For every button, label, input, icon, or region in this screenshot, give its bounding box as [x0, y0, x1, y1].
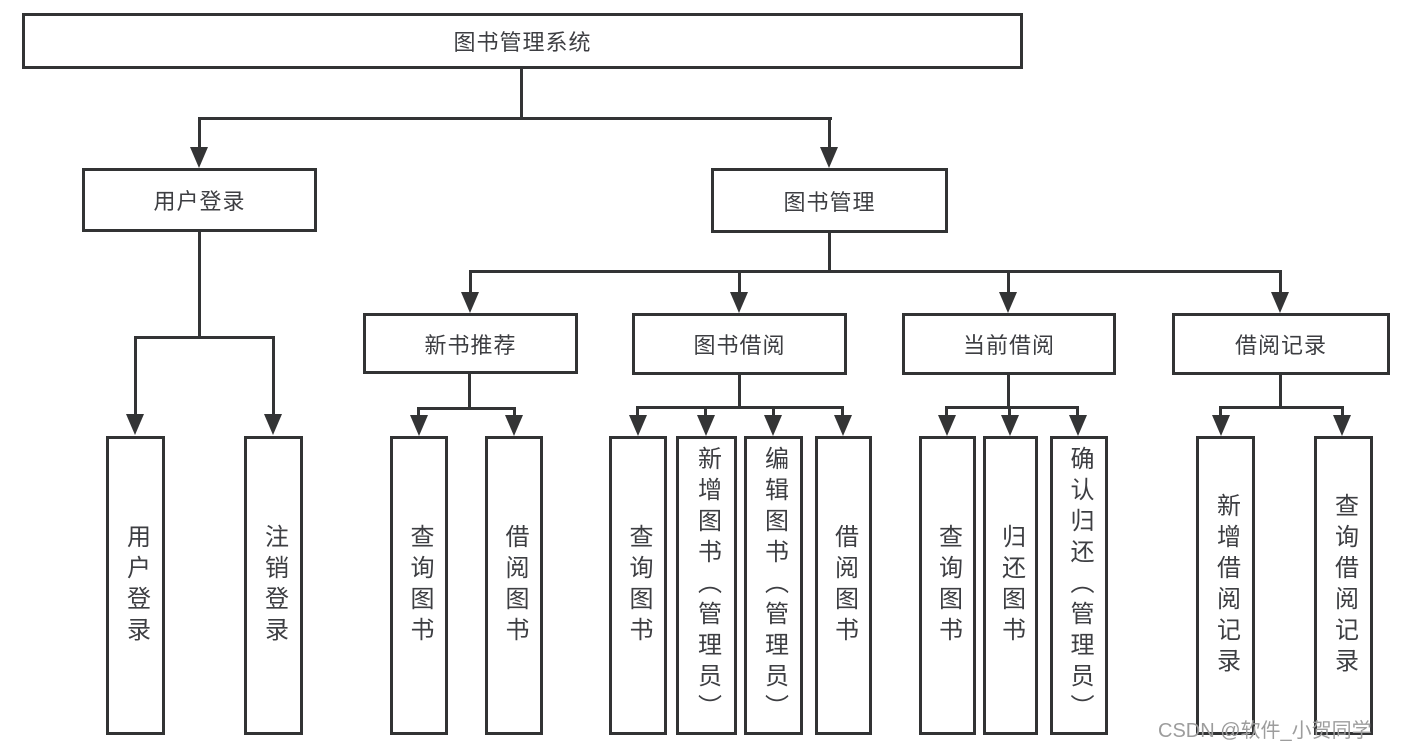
arrowhead-book-borrow [730, 292, 748, 313]
connector-drop-login-leaf1 [134, 336, 137, 415]
leaf-newbooks-borrow-label: 借阅图书 [501, 523, 528, 648]
node-current-borrow: 当前借阅 [902, 313, 1116, 375]
arrowhead-current-borrow [999, 292, 1017, 313]
connector-drop-bb-leaf1 [636, 406, 639, 416]
leaf-current-confirm-admin: 确认归还（管理员） [1050, 436, 1108, 735]
connector-currentborrow-bar [945, 406, 1079, 409]
leaf-borrow-query-label: 查询图书 [625, 523, 652, 648]
arrowhead-new-books [461, 292, 479, 313]
leaf-logout: 注销登录 [244, 436, 303, 735]
connector-root-stem [520, 68, 523, 118]
connector-records-stem [1279, 375, 1282, 408]
connector-drop-book-borrow [738, 270, 741, 292]
arrowhead-user-login [190, 147, 208, 168]
connector-bookborrow-bar [636, 406, 844, 409]
node-book-borrow-label: 图书借阅 [693, 333, 786, 358]
leaf-newbooks-borrow: 借阅图书 [485, 436, 543, 735]
arrowhead-br-leaf2 [1333, 415, 1351, 436]
connector-drop-new-books [469, 270, 472, 292]
connector-login-stem [198, 232, 201, 339]
arrowhead-br-leaf1 [1212, 415, 1230, 436]
node-new-books-label: 新书推荐 [424, 332, 517, 358]
leaf-borrow-edit-admin: 编辑图书（管理员） [744, 436, 803, 735]
node-borrow-records-label: 借阅记录 [1234, 333, 1327, 358]
arrowhead-cb-leaf2 [1001, 415, 1019, 436]
leaf-newbooks-query: 查询图书 [390, 436, 448, 735]
connector-drop-nb-leaf2 [513, 407, 516, 417]
connector-drop-br-leaf2 [1341, 406, 1344, 416]
connector-mgmt-bar [469, 270, 1282, 273]
node-library-system: 图书管理系统 [22, 13, 1023, 69]
leaf-records-query-label: 查询借阅记录 [1330, 492, 1358, 679]
node-borrow-records: 借阅记录 [1172, 313, 1390, 375]
connector-root-bar [198, 117, 832, 120]
leaf-user-login-label: 用户登录 [122, 523, 150, 648]
connector-drop-nb-leaf1 [417, 407, 420, 417]
connector-bookborrow-stem [738, 375, 741, 408]
connector-drop-book-mgmt [828, 117, 831, 148]
node-book-borrow: 图书借阅 [632, 313, 847, 375]
leaf-newbooks-query-label: 查询图书 [406, 523, 433, 648]
arrowhead-bb-leaf2 [697, 415, 715, 436]
leaf-current-confirm-admin-label: 确认归还（管理员） [1066, 446, 1093, 725]
leaf-current-return-label: 归还图书 [997, 523, 1025, 648]
leaf-borrow-query: 查询图书 [609, 436, 667, 735]
connector-drop-borrow-records [1279, 270, 1282, 292]
connector-mgmt-stem [828, 233, 831, 272]
arrowhead-borrow-records [1271, 292, 1289, 313]
leaf-borrow-edit-admin-label: 编辑图书（管理员） [760, 446, 788, 725]
connector-drop-bb-leaf3 [772, 406, 775, 416]
arrowhead-bb-leaf3 [764, 415, 782, 436]
connector-drop-br-leaf1 [1219, 406, 1222, 416]
connector-drop-cb-leaf3 [1076, 406, 1079, 416]
connector-drop-user-login [198, 117, 201, 148]
arrowhead-cb-leaf1 [938, 415, 956, 436]
arrowhead-cb-leaf3 [1069, 415, 1087, 436]
connector-currentborrow-stem [1007, 375, 1010, 408]
connector-drop-cb-leaf2 [1008, 406, 1011, 416]
leaf-records-add-label: 新增借阅记录 [1212, 492, 1240, 679]
leaf-borrow-borrow: 借阅图书 [815, 436, 872, 735]
node-current-borrow-label: 当前借阅 [962, 333, 1055, 358]
connector-newbooks-stem [468, 374, 471, 409]
leaf-logout-label: 注销登录 [260, 523, 288, 648]
arrowhead-nb-leaf1 [410, 415, 428, 436]
leaf-records-query: 查询借阅记录 [1314, 436, 1373, 735]
connector-drop-bb-leaf2 [704, 406, 707, 416]
arrowhead-bb-leaf1 [629, 415, 647, 436]
leaf-current-query-label: 查询图书 [934, 523, 962, 648]
leaf-borrow-add-admin-label: 新增图书（管理员） [693, 446, 721, 725]
leaf-user-login: 用户登录 [106, 436, 165, 735]
arrowhead-bb-leaf4 [834, 415, 852, 436]
arrowhead-nb-leaf2 [505, 415, 523, 436]
node-user-login-label: 用户登录 [153, 189, 246, 214]
watermark: CSDN @软件_小贺同学 [1158, 720, 1372, 742]
connector-drop-login-leaf2 [272, 336, 275, 415]
leaf-current-query: 查询图书 [919, 436, 976, 735]
node-library-system-label: 图书管理系统 [453, 30, 592, 55]
connector-newbooks-bar [417, 407, 516, 410]
connector-records-bar [1219, 406, 1344, 409]
connector-drop-bb-leaf4 [841, 406, 844, 416]
connector-login-bar [134, 336, 275, 339]
node-new-books: 新书推荐 [363, 313, 578, 374]
leaf-borrow-borrow-label: 借阅图书 [830, 523, 858, 648]
arrowhead-book-mgmt [820, 147, 838, 168]
arrowhead-login-leaf2 [264, 414, 282, 435]
node-book-mgmt-label: 图书管理 [783, 189, 876, 215]
connector-drop-current-borrow [1007, 270, 1010, 292]
leaf-borrow-add-admin: 新增图书（管理员） [676, 436, 737, 735]
arrowhead-login-leaf1 [126, 414, 144, 435]
leaf-records-add: 新增借阅记录 [1196, 436, 1255, 735]
node-user-login: 用户登录 [82, 168, 317, 232]
node-book-mgmt: 图书管理 [711, 168, 948, 233]
connector-drop-cb-leaf1 [945, 406, 948, 416]
leaf-current-return: 归还图书 [983, 436, 1038, 735]
